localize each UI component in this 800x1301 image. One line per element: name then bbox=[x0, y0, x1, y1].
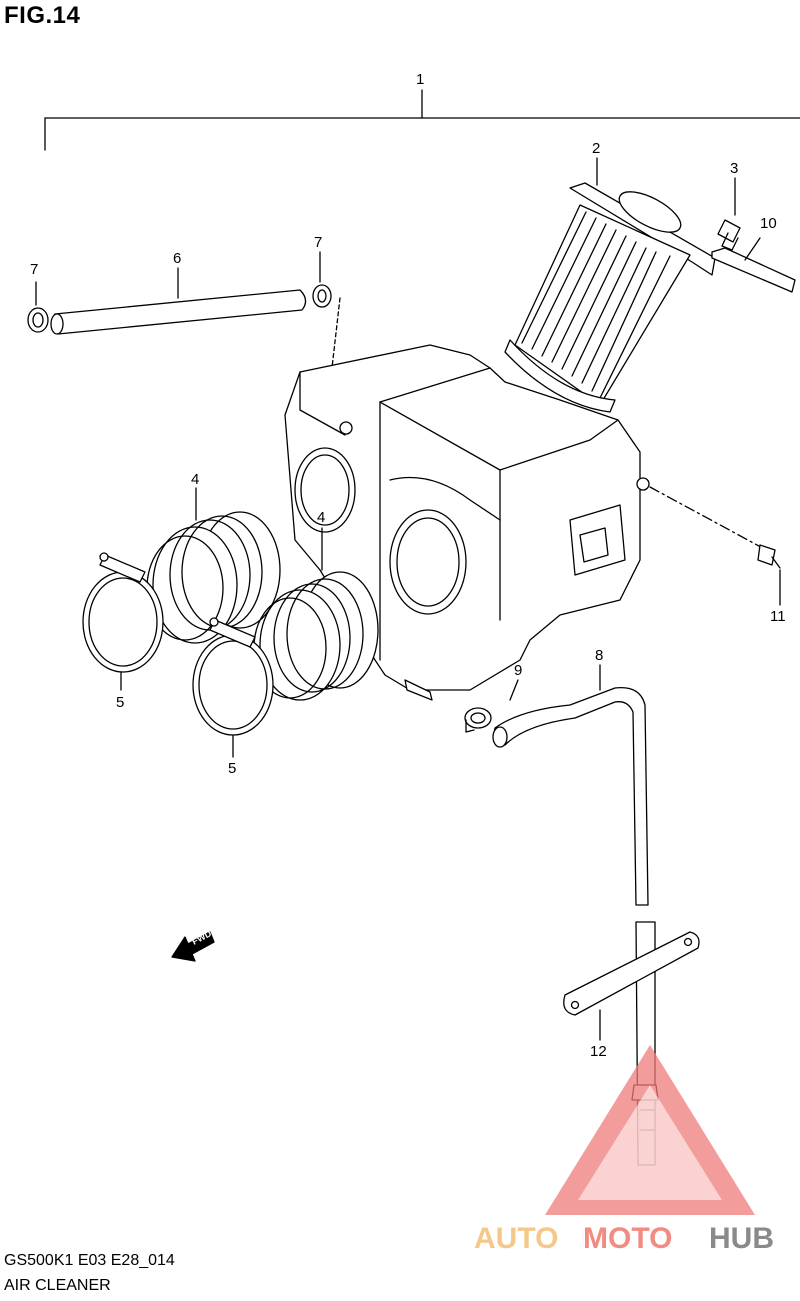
assembly-bracket bbox=[44, 89, 800, 151]
callout-8: 8 bbox=[595, 647, 603, 664]
clip-9 bbox=[464, 679, 519, 733]
drain-hose-8 bbox=[492, 664, 649, 906]
intake-tube-4-lower bbox=[253, 527, 379, 701]
callout-4-upper: 4 bbox=[191, 471, 199, 488]
callout-11: 11 bbox=[770, 608, 786, 625]
bolt-11 bbox=[649, 486, 781, 606]
filter-element-2 bbox=[504, 157, 716, 413]
watermark-moto: MOTO bbox=[583, 1222, 672, 1255]
watermark-auto: AUTO bbox=[474, 1222, 558, 1255]
callout-2: 2 bbox=[592, 140, 600, 157]
figure-title: FIG.14 bbox=[4, 2, 81, 29]
callout-5-lower: 5 bbox=[228, 760, 236, 777]
callout-12: 12 bbox=[590, 1043, 607, 1060]
fwd-arrow-icon: FWD bbox=[171, 928, 215, 962]
callout-7-right: 7 bbox=[314, 234, 322, 251]
callout-7-left: 7 bbox=[30, 261, 38, 278]
clamp-5-lower bbox=[192, 617, 274, 758]
hose-6 bbox=[50, 267, 307, 335]
callout-9: 9 bbox=[514, 662, 522, 679]
clip-7-left bbox=[27, 281, 49, 333]
callout-1: 1 bbox=[416, 71, 424, 88]
watermark-logo: AUTO MOTO HUB bbox=[474, 1045, 774, 1255]
figure-name: AIR CLEANER bbox=[4, 1277, 111, 1294]
callout-6: 6 bbox=[173, 250, 181, 267]
callout-3: 3 bbox=[730, 160, 738, 177]
clip-7-right bbox=[312, 251, 341, 421]
intake-tube-4-upper bbox=[146, 487, 281, 644]
figure-code: GS500K1 E03 E28_014 bbox=[4, 1252, 175, 1269]
callout-5-upper: 5 bbox=[116, 694, 124, 711]
callout-10: 10 bbox=[760, 215, 777, 232]
clamp-5-upper bbox=[82, 552, 164, 691]
callout-4-lower: 4 bbox=[317, 509, 325, 526]
bracket-10 bbox=[711, 237, 796, 293]
screw-3 bbox=[717, 177, 741, 251]
watermark-hub: HUB bbox=[709, 1222, 774, 1255]
bracket-12 bbox=[563, 931, 700, 1041]
